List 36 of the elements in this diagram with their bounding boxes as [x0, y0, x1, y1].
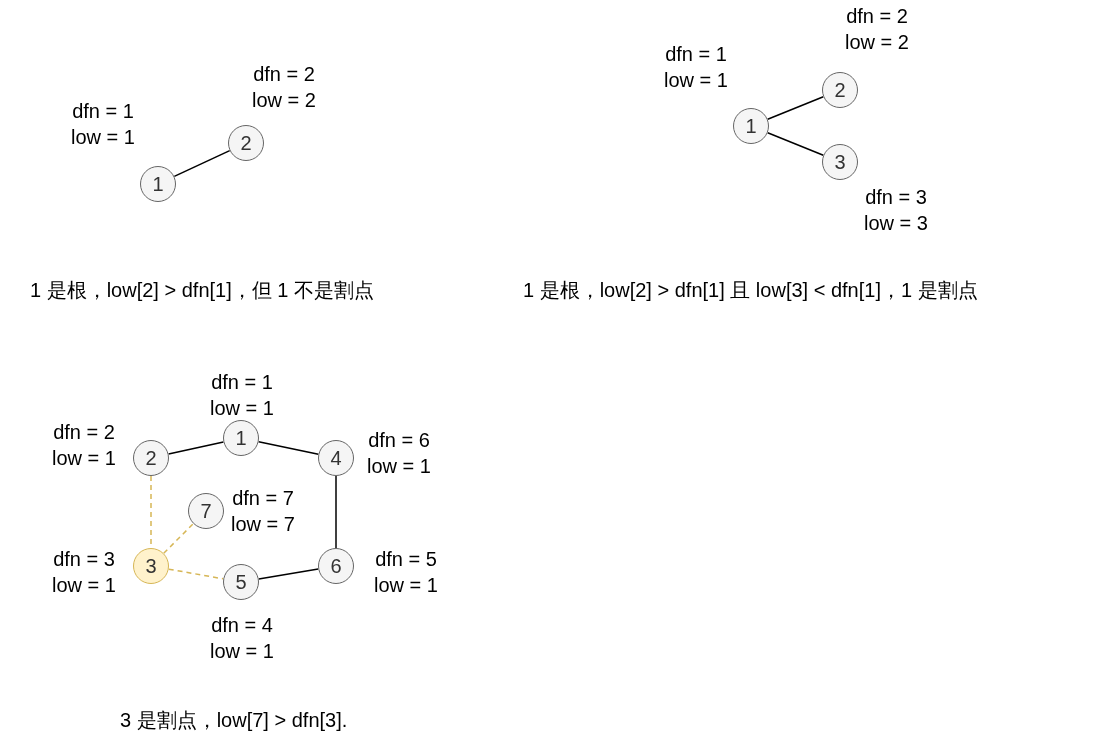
dfn-low-label: dfn = 4 low = 1 — [209, 613, 275, 664]
dfn-low-label: dfn = 1 low = 1 — [663, 42, 729, 93]
connector-line — [167, 441, 225, 455]
connector-line — [766, 96, 825, 120]
connector-line — [766, 132, 825, 156]
vertex-circle: 3 — [822, 144, 858, 180]
dfn-low-label: dfn = 3 low = 3 — [863, 185, 929, 236]
caption-text: 3 是割点，low[7] > dfn[3]. — [120, 708, 348, 733]
dfn-low-label: dfn = 2 low = 2 — [251, 62, 317, 113]
vertex-circle: 1 — [223, 420, 259, 456]
connector-line — [163, 523, 194, 554]
connector-line — [257, 440, 320, 456]
dfn-low-label: dfn = 7 low = 7 — [230, 486, 296, 537]
vertex-circle: 1 — [733, 108, 769, 144]
vertex-circle: 4 — [318, 440, 354, 476]
dfn-low-label: dfn = 5 low = 1 — [373, 547, 439, 598]
dfn-low-label: dfn = 6 low = 1 — [366, 428, 432, 479]
connector-line — [167, 568, 225, 580]
connector-line — [258, 568, 319, 580]
dfn-low-label: dfn = 1 low = 1 — [70, 99, 136, 150]
vertex-circle: 5 — [223, 564, 259, 600]
vertex-circle: 2 — [228, 125, 264, 161]
vertex-circle: 2 — [822, 72, 858, 108]
caption-text: 1 是根，low[2] > dfn[1] 且 low[3] < dfn[1]，1 是割点 — [523, 278, 978, 303]
dfn-low-label: dfn = 1 low = 1 — [209, 370, 275, 421]
vertex-circle: 7 — [188, 493, 224, 529]
connector-line — [173, 149, 231, 178]
caption-text: 1 是根，low[2] > dfn[1]，但 1 不是割点 — [30, 278, 374, 303]
dfn-low-label: dfn = 3 low = 1 — [51, 547, 117, 598]
dfn-low-label: dfn = 2 low = 2 — [844, 4, 910, 55]
connector-line — [335, 475, 337, 549]
vertex-circle: 6 — [318, 548, 354, 584]
vertex-circle: 1 — [140, 166, 176, 202]
dfn-low-label: dfn = 2 low = 1 — [51, 420, 117, 471]
vertex-circle: 2 — [133, 440, 169, 476]
vertex-circle: 3 — [133, 548, 169, 584]
